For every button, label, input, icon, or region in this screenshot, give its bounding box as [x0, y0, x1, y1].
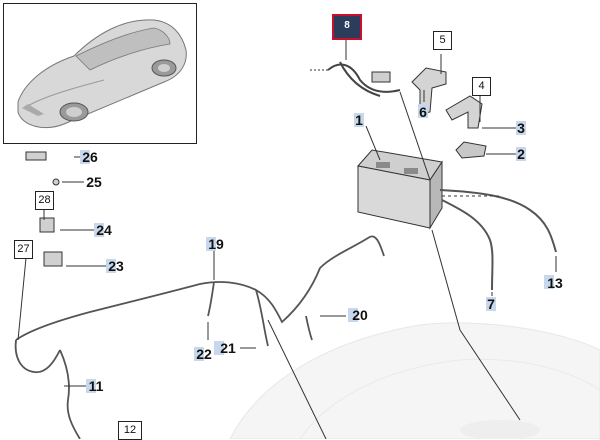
part-label-12[interactable]: 12 [118, 421, 142, 440]
part-label-19[interactable]: 19 [208, 236, 224, 252]
battery[interactable] [357, 149, 443, 230]
part-label-2[interactable]: 2 [517, 146, 525, 162]
part-label-3[interactable]: 3 [517, 120, 525, 136]
part-label-20[interactable]: 20 [352, 307, 368, 323]
part-label-27[interactable]: 27 [14, 240, 33, 259]
label-highlight-13 [544, 275, 554, 289]
label-highlight-26 [80, 150, 90, 164]
label-highlight-24 [94, 223, 104, 237]
label-highlight-1 [354, 113, 364, 127]
part-label-5[interactable]: 5 [433, 31, 452, 50]
cable-7[interactable] [441, 199, 494, 291]
battery-bracket[interactable] [411, 67, 483, 129]
part-label-23[interactable]: 23 [108, 258, 124, 274]
label-highlight-23 [106, 259, 116, 273]
part-label-4[interactable]: 4 [472, 77, 491, 96]
part-2-clip[interactable] [455, 141, 487, 159]
part-label-28[interactable]: 28 [35, 191, 54, 210]
label-highlight-6 [418, 104, 428, 118]
label-highlight-20 [348, 308, 358, 322]
wiring-harness[interactable] [14, 235, 385, 439]
label-highlight-3 [516, 121, 526, 135]
part-label-11[interactable]: 11 [88, 378, 104, 394]
part-label-26[interactable]: 26 [82, 149, 98, 165]
part-label-22[interactable]: 22 [196, 346, 212, 362]
car-body-outline [229, 322, 600, 439]
part-label-13[interactable]: 13 [547, 275, 563, 291]
part-label-24[interactable]: 24 [96, 222, 112, 238]
label-highlight-7 [486, 297, 496, 311]
part-label-7[interactable]: 7 [487, 296, 495, 312]
part-label-1[interactable]: 1 [355, 112, 363, 128]
vehicle-thumbnail [3, 3, 197, 144]
leader-lines [17, 40, 557, 439]
part-label-8-selected[interactable]: 8 [332, 14, 362, 40]
label-highlight-2 [516, 147, 526, 161]
label-highlight-11 [86, 379, 96, 393]
small-parts-left[interactable] [25, 151, 63, 267]
part-label-6[interactable]: 6 [419, 104, 427, 120]
part-label-21[interactable]: 21 [220, 340, 236, 356]
label-highlight-21 [214, 341, 224, 355]
vehicle-thumbnail-drawing [17, 19, 187, 128]
label-highlight-22 [194, 347, 204, 361]
label-highlight-19 [206, 237, 216, 251]
battery-cable[interactable] [327, 61, 401, 97]
cable-13[interactable] [439, 189, 557, 253]
part-label-25[interactable]: 25 [86, 174, 102, 190]
